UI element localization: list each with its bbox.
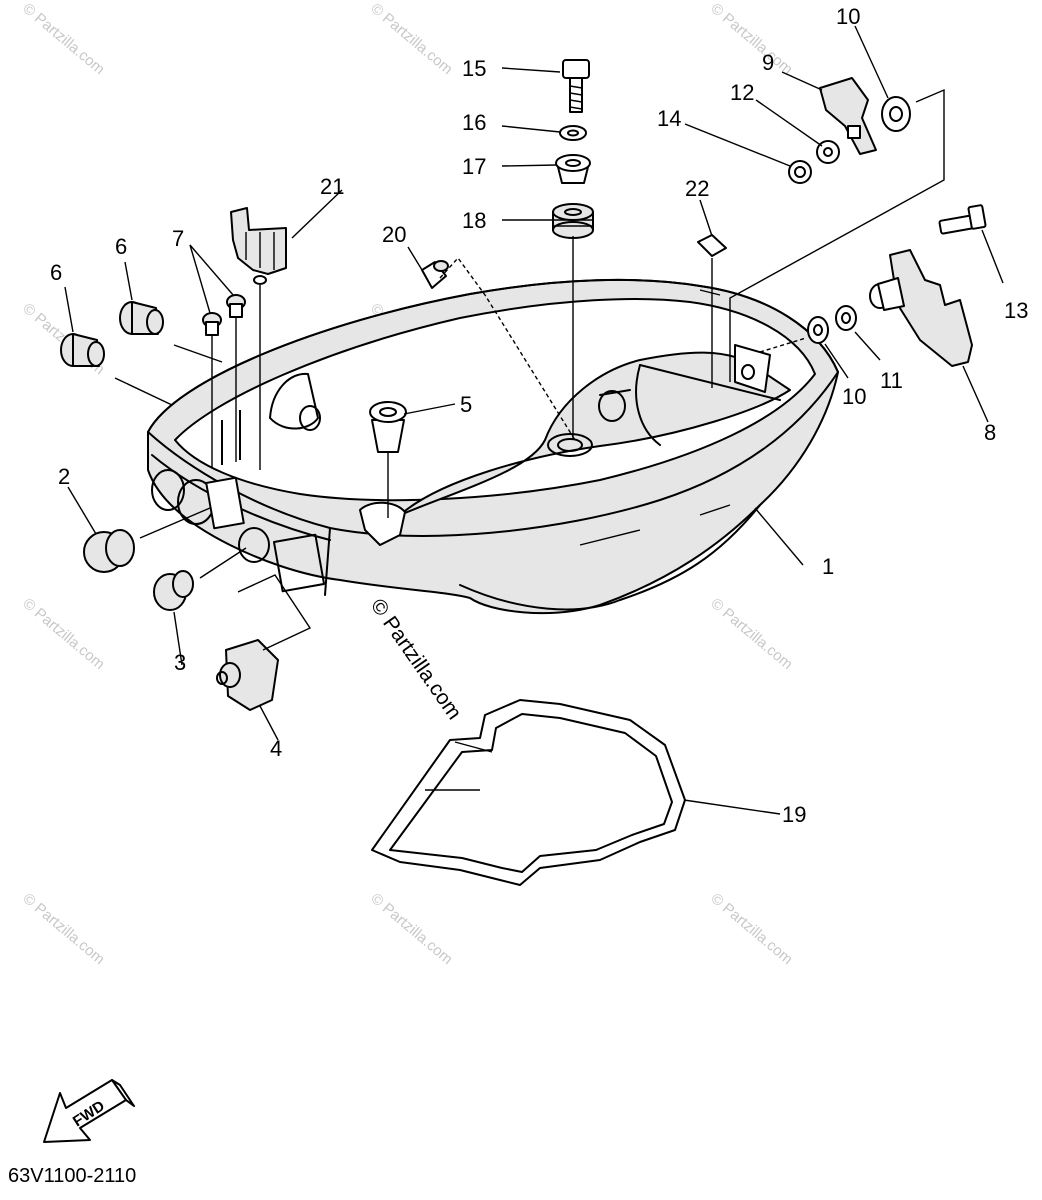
bolt-part-15 bbox=[562, 59, 590, 113]
callout-label: 10 bbox=[836, 4, 860, 29]
watermark: © Partzilla.com bbox=[367, 890, 455, 968]
bolt-part-13 bbox=[938, 204, 987, 235]
watermark: © Partzilla.com bbox=[19, 890, 107, 968]
watermark: © Partzilla.com bbox=[19, 595, 107, 673]
callout-label: 8 bbox=[984, 420, 996, 445]
watermark: © Partzilla.com bbox=[707, 595, 795, 673]
cap-part-3 bbox=[153, 570, 194, 611]
callout-label: 6 bbox=[50, 260, 62, 285]
callout-labels: 1 2 3 4 5 6 6 7 8 9 10 10 11 12 13 14 15… bbox=[50, 4, 1028, 827]
hardware-parts bbox=[60, 59, 987, 711]
grommet-part-6 bbox=[60, 301, 164, 367]
clip-part-20 bbox=[421, 260, 449, 289]
washer-part-11 bbox=[835, 305, 857, 331]
bracket-part-21 bbox=[230, 207, 287, 285]
callout-label: 1 bbox=[822, 554, 834, 579]
grommet-part-4 bbox=[216, 639, 279, 711]
fwd-arrow-icon: FWD bbox=[43, 1079, 135, 1143]
callout-label: 2 bbox=[58, 464, 70, 489]
label-part-22 bbox=[697, 234, 727, 257]
callout-leaders bbox=[64, 25, 1004, 815]
washer-part-16 bbox=[559, 125, 587, 141]
callout-label: 20 bbox=[382, 222, 406, 247]
callout-label: 15 bbox=[462, 56, 486, 81]
callout-label: 10 bbox=[842, 384, 866, 409]
callout-label: 6 bbox=[115, 234, 127, 259]
bottom-cowling-part-1 bbox=[147, 278, 839, 615]
callout-label: 19 bbox=[782, 802, 806, 827]
cap-part-2 bbox=[83, 529, 135, 573]
callout-label: 18 bbox=[462, 208, 486, 233]
center-watermark: © Partzilla.com bbox=[366, 595, 466, 724]
assembly-lines bbox=[114, 88, 945, 651]
callout-label: 17 bbox=[462, 154, 486, 179]
callout-label: 13 bbox=[1004, 298, 1028, 323]
watermark: © Partzilla.com bbox=[707, 0, 795, 78]
watermark: © Partzilla.com bbox=[707, 890, 795, 968]
callout-label: 3 bbox=[174, 650, 186, 675]
washer-part-12 bbox=[816, 140, 840, 164]
callout-label: 4 bbox=[270, 736, 282, 761]
callout-label: 21 bbox=[320, 174, 344, 199]
gasket-part-19 bbox=[371, 699, 686, 886]
callout-label: 7 bbox=[172, 226, 184, 251]
callout-label: 9 bbox=[762, 50, 774, 75]
callout-label: 14 bbox=[657, 106, 681, 131]
callout-label: 22 bbox=[685, 176, 709, 201]
plug-part-5 bbox=[369, 401, 407, 453]
callout-label: 5 bbox=[460, 392, 472, 417]
bracket-part-8 bbox=[869, 249, 973, 367]
watermark: © Partzilla.com bbox=[19, 0, 107, 78]
grommet-part-18 bbox=[552, 203, 594, 239]
bracket-part-9 bbox=[819, 77, 877, 155]
nut-part-10 bbox=[881, 96, 911, 132]
callout-label: 12 bbox=[730, 80, 754, 105]
callout-label: 16 bbox=[462, 110, 486, 135]
nut-part-10 bbox=[807, 316, 829, 344]
nut-part-14 bbox=[788, 160, 812, 184]
plug-part-7 bbox=[202, 294, 246, 336]
collar-part-17 bbox=[555, 154, 591, 184]
watermark: © Partzilla.com bbox=[367, 0, 455, 78]
callout-label: 11 bbox=[880, 368, 903, 393]
part-code: 63V1100-2110 bbox=[8, 1165, 136, 1187]
